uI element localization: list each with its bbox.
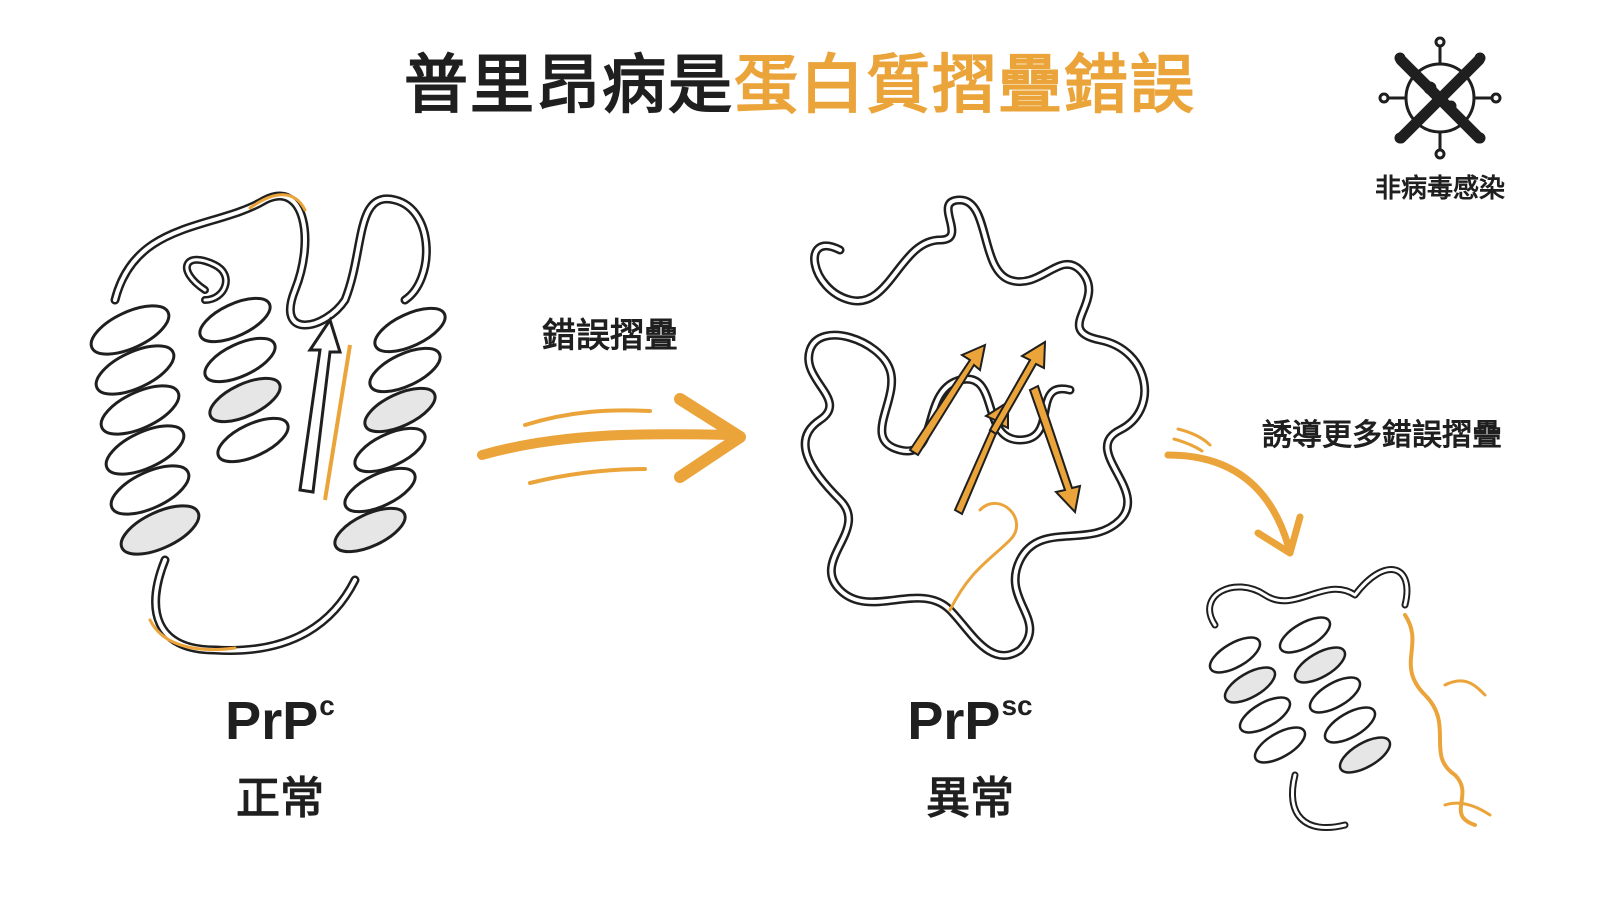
helix-1 <box>89 304 201 556</box>
induce-arrow <box>1164 427 1304 557</box>
prpsc-name-text: PrP <box>907 691 1001 751</box>
title-main: 普里昂病是 <box>404 49 734 123</box>
prpsc-structure <box>800 195 1150 660</box>
prpc-structure <box>89 191 447 655</box>
beta-sheet <box>908 340 1082 516</box>
prpc-name-text: PrP <box>225 691 319 751</box>
misfold-label: 錯誤摺疊 <box>542 316 678 356</box>
prpsc-name: PrPsc <box>860 690 1080 752</box>
helix-3 <box>333 306 447 554</box>
prpsc-description: 異常 <box>926 773 1014 824</box>
not-virus-label: 非病毒感染 <box>1374 174 1505 204</box>
page-title: 普里昂病是蛋白質摺疊錯誤 <box>0 34 1600 126</box>
title-highlight: 蛋白質摺疊錯誤 <box>734 49 1196 123</box>
prpc-superscript: c <box>319 690 335 721</box>
prpc-description: 正常 <box>236 773 324 824</box>
small-misfolding-protein <box>1206 566 1492 832</box>
induce-label: 誘導更多錯誤摺疊 <box>1262 418 1502 453</box>
beta-strand <box>298 316 343 494</box>
misfold-arrow <box>477 393 746 485</box>
prpsc-superscript: sc <box>1001 690 1033 721</box>
virus-crossed-icon <box>1378 36 1502 160</box>
prpc-name: PrPc <box>180 690 380 752</box>
helix-2 <box>198 296 290 464</box>
